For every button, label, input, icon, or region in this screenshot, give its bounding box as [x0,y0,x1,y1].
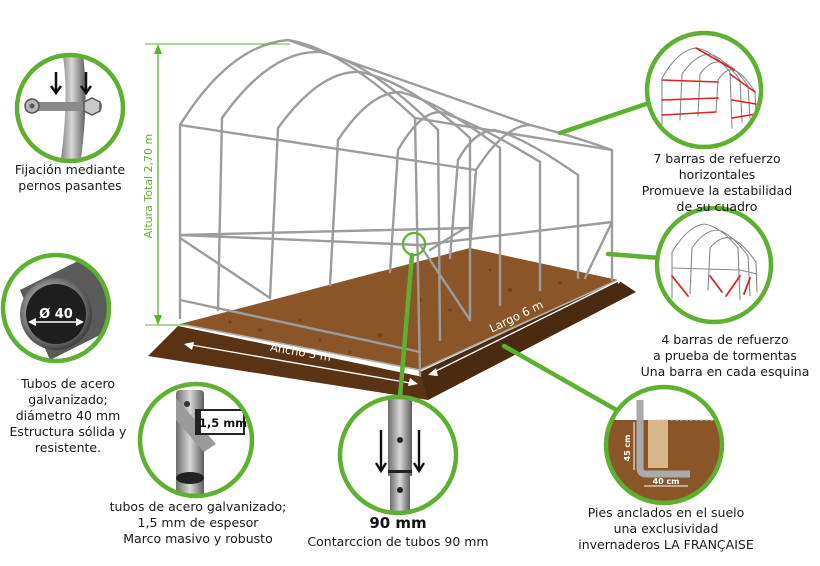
horizontal-bars-caption: 7 barras de refuerzo horizontales Promue… [641,151,793,214]
bolts-detail [14,52,126,164]
height-label: Altura Total 2,70 m [142,134,155,239]
tube-diameter-caption: Tubos de acero galvanizado; diámetro 40 … [9,376,127,455]
storm-bars-caption: 4 barras de refuerzo a prueba de torment… [640,332,810,379]
storm-bars-detail [654,205,774,325]
connection-value: 90 mm [369,514,427,532]
connection-caption: Contarccion de tubos 90 mm [307,534,489,549]
height-dimension: Altura Total 2,70 m [142,43,290,326]
soil-texture [228,268,562,354]
soil-side-front [148,326,428,400]
connection-detail [337,394,459,516]
anchor-caption: Pies anclados en el suelo una exclusivid… [578,505,754,552]
insert-arrow-icon [374,430,426,474]
nut-icon [83,97,101,116]
anchor-width-label: 40 cm [653,477,680,486]
greenhouse-drawing [148,38,636,400]
thickness-badge: 1,5 mm [199,416,247,430]
thickness-detail: 1,5 mm [137,381,255,499]
anchor-depth-label: 45 cm [623,435,632,462]
soil-edge-line [179,279,619,371]
greenhouse-frame [178,38,614,377]
soil-top [180,248,618,370]
tube-diameter-detail: Ø 40 [0,252,112,364]
anchor-detail: 45 cm 40 cm [603,384,725,506]
callout-connectors [397,99,663,415]
down-arrow-icon [49,72,93,96]
thickness-caption: tubos de acero galvanizado; 1,5 mm de es… [109,499,287,546]
tube-diameter-badge: Ø 40 [39,307,73,322]
horizontal-bars-detail [644,30,764,150]
soil-side-right [420,280,636,400]
connection-highlight-ring [401,231,427,257]
